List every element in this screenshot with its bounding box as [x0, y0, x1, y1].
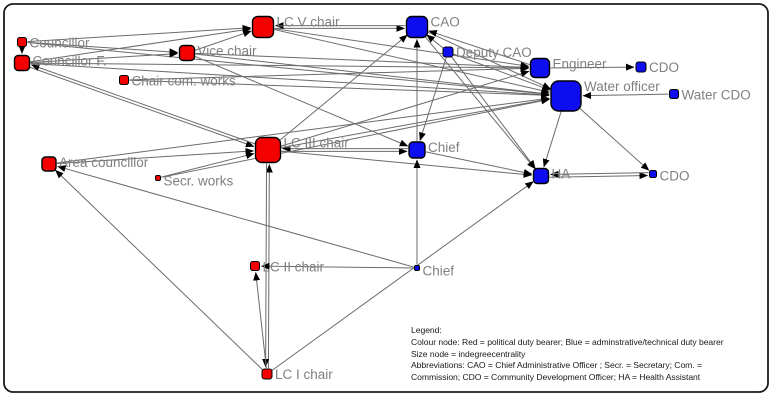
legend-line: Colour node: Red = political duty bearer… — [411, 336, 724, 347]
edge-councillor-vice_chair — [27, 41, 179, 56]
edge-councillor-water_officer — [27, 42, 550, 98]
node-lc2_chair — [250, 261, 260, 271]
edge-lc1_chair-area_councillor — [55, 169, 264, 371]
node-label-chair_com_works: Chair com. works — [132, 74, 237, 89]
node-label-chief_mid: Chief — [428, 140, 460, 155]
node-deputy_cao — [442, 46, 454, 58]
edge-secr_works-lc3_chair — [161, 152, 255, 178]
node-label-lc3_chair: LC III chair — [284, 136, 350, 151]
node-lc3_chair — [254, 136, 282, 164]
edge-chief_bottom-area_councillor — [57, 165, 414, 268]
edge-ha-cdo_right — [549, 172, 649, 180]
node-councillor — [17, 37, 27, 47]
node-label-cdo_top: CDO — [649, 60, 679, 75]
node-lc5_chair — [251, 15, 275, 39]
node-label-water_officer: Water officer — [584, 79, 660, 94]
node-cao — [405, 15, 429, 39]
edge-councillor_f-water_officer — [30, 63, 550, 98]
edge-lc5_chair-engineer — [274, 28, 530, 69]
edge-water_officer-cdo_right — [577, 106, 650, 171]
node-label-councillor: Councillor — [30, 36, 91, 51]
node-chair_com_works — [119, 75, 129, 85]
node-water_cdo — [669, 89, 679, 99]
node-label-deputy_cao: Deputy CAO — [456, 45, 532, 60]
edge-lc3_chair-ha — [281, 150, 533, 178]
node-engineer — [529, 57, 551, 79]
node-label-cao: CAO — [431, 15, 460, 30]
edge-engineer-cdo_top — [550, 63, 635, 71]
edge-councillor_f-engineer — [30, 62, 530, 72]
node-ha — [532, 167, 550, 185]
node-label-cdo_right: CDO — [660, 169, 690, 184]
legend-line: Size node = indegreecentrality — [411, 348, 526, 359]
node-lc1_chair — [261, 368, 273, 380]
node-chief_mid — [408, 141, 426, 159]
legend: Legend: Colour node: Red = political dut… — [411, 325, 761, 384]
edge-engineer-cao — [428, 30, 531, 66]
edge-chief_mid-ha — [425, 151, 533, 176]
edge-deputy_cao-cao — [426, 34, 444, 49]
node-cdo_top — [635, 61, 647, 73]
edge-cao-ha — [423, 35, 536, 170]
node-label-lc2_chair: LC II chair — [263, 260, 325, 275]
node-label-lc1_chair: LC I chair — [275, 367, 333, 382]
node-secr_works — [155, 175, 161, 181]
edge-cao-water_officer — [427, 31, 552, 90]
node-area_councillor — [41, 156, 57, 172]
edge-secr_works-water_officer — [161, 97, 550, 178]
node-label-ha: HA — [552, 167, 571, 182]
edge-chief_bottom-lc2_chair — [260, 262, 414, 270]
node-label-secr_works: Secr. works — [164, 174, 234, 189]
node-councillor_f — [13, 54, 31, 72]
node-vice_chair — [178, 44, 196, 62]
edge-cdo_right-ha — [549, 170, 649, 178]
node-label-water_cdo: Water CDO — [682, 88, 751, 103]
edge-area_councillor-lc3_chair — [56, 147, 255, 164]
legend-line: Commission; CDO = Community Development … — [411, 372, 701, 383]
edge-lc1_chair-ha — [271, 181, 534, 371]
edge-councillor_f-lc5_chair — [30, 26, 252, 63]
edge-lc3_chair-engineer — [280, 70, 530, 147]
edge-deputy_cao-ha — [451, 56, 536, 169]
figure-border — [3, 3, 769, 393]
edge-vice_chair-water_officer — [195, 53, 550, 97]
node-cdo_right — [649, 170, 657, 178]
node-label-vice_chair: Vice chair — [198, 44, 258, 59]
edge-councillor-lc5_chair — [27, 24, 252, 43]
node-label-councillor_f: Councillor F. — [33, 54, 107, 69]
edge-lc3_chair-councillor_f — [30, 64, 256, 145]
edge-vice_chair-lc5_chair — [194, 30, 252, 51]
edge-vice_chair-engineer — [195, 52, 530, 71]
node-label-chief_bottom: Chief — [423, 264, 455, 279]
edge-water_officer-ha — [542, 111, 562, 168]
node-label-lc5_chair: LC V chair — [277, 15, 341, 30]
legend-title: Legend: — [411, 325, 442, 335]
node-water_officer — [550, 80, 582, 112]
node-chief_bottom — [414, 265, 420, 271]
node-label-area_councillor: Area councillor — [59, 155, 149, 170]
edge-lc1_chair-lc2_chair — [253, 271, 267, 369]
edge-area_councillor-water_officer — [56, 95, 550, 164]
legend-line: Abbreviations: CAO = Chief Administrativ… — [411, 360, 702, 371]
edge-lc5_chair-water_officer — [274, 29, 550, 94]
edges-layer — [18, 22, 669, 371]
edge-deputy_cao-water_officer — [453, 53, 551, 91]
edge-lc3_chair-water_officer — [281, 97, 550, 149]
edge-councillor_f-lc3_chair — [29, 66, 255, 148]
edge-councillor_f-vice_chair — [30, 50, 179, 63]
edge-deputy_cao-chief_mid — [419, 57, 447, 141]
node-label-engineer: Engineer — [553, 57, 608, 72]
edge-water_cdo-water_officer — [582, 92, 669, 100]
edge-lc3_chair-cao — [278, 34, 408, 142]
